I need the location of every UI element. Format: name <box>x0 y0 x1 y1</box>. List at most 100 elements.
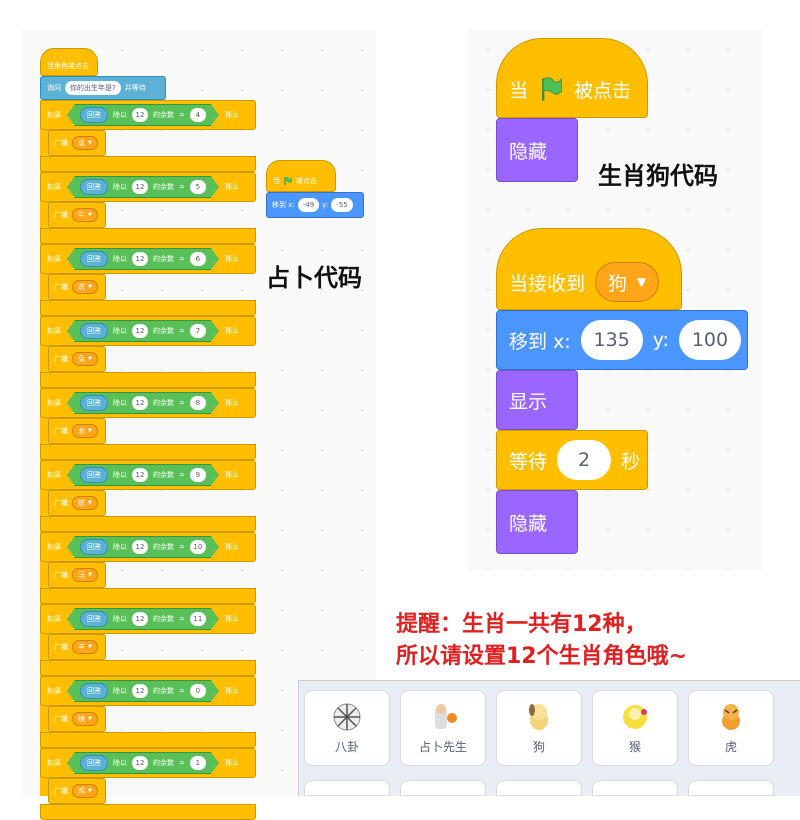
sprite-tile[interactable]: 八卦 <box>304 690 390 766</box>
when-sprite-clicked-hat[interactable]: 当角色被点击 <box>40 48 98 76</box>
broadcast-dropdown[interactable]: 猴▼ <box>72 712 98 726</box>
broadcast-dropdown[interactable]: 鼠▼ <box>72 136 98 150</box>
answer-reporter[interactable]: 回答 <box>80 323 108 339</box>
hide-block-1[interactable]: 隐藏 <box>496 118 578 182</box>
goto-xy-block-small[interactable]: 移到 x: -49 y: -55 <box>266 192 364 218</box>
when-receive-hat[interactable]: 当接收到 狗 ▼ <box>496 228 682 310</box>
message-dropdown[interactable]: 狗 ▼ <box>595 262 660 302</box>
answer-reporter[interactable]: 回答 <box>80 467 108 483</box>
remainder-value[interactable]: 6 <box>190 252 206 266</box>
broadcast-block[interactable]: 广播龙▼ <box>48 418 106 444</box>
answer-reporter[interactable]: 回答 <box>80 683 108 699</box>
broadcast-dropdown[interactable]: 马▼ <box>72 568 98 582</box>
mod-value[interactable]: 12 <box>132 180 148 194</box>
mod-value[interactable]: 12 <box>132 324 148 338</box>
mod-value[interactable]: 12 <box>132 612 148 626</box>
wait-seconds-input[interactable]: 2 <box>557 440 612 480</box>
broadcast-block[interactable]: 广播马▼ <box>48 562 106 588</box>
answer-reporter[interactable]: 回答 <box>80 179 108 195</box>
wait-block[interactable]: 等待 2 秒 <box>496 430 648 490</box>
broadcast-block[interactable]: 广播兔▼ <box>48 346 106 372</box>
goto-x-input[interactable]: -49 <box>297 198 320 212</box>
sprite-tile[interactable]: 狗 <box>496 690 582 766</box>
when-flag-clicked-hat-small[interactable]: 当 被点击 <box>266 160 336 192</box>
sprite-tile-partial[interactable] <box>688 780 774 796</box>
answer-reporter[interactable]: 回答 <box>80 755 108 771</box>
ask-question-input[interactable]: 你的出生年是? <box>65 81 121 95</box>
sprite-tile-partial[interactable] <box>592 780 678 796</box>
sprite-tile[interactable]: 占卜先生 <box>400 690 486 766</box>
remainder-value[interactable]: 8 <box>190 396 206 410</box>
remainder-value[interactable]: 1 <box>190 756 206 770</box>
broadcast-dropdown[interactable]: 兔▼ <box>72 352 98 366</box>
mod-value[interactable]: 12 <box>132 756 148 770</box>
remainder-value[interactable]: 0 <box>190 684 206 698</box>
sprite-tile-partial[interactable] <box>496 780 582 796</box>
mod-value[interactable]: 12 <box>132 684 148 698</box>
broadcast-block[interactable]: 广播鸡▼ <box>48 778 106 804</box>
remainder-value[interactable]: 9 <box>190 468 206 482</box>
broadcast-block[interactable]: 广播鼠▼ <box>48 130 106 156</box>
broadcast-block[interactable]: 广播虎▼ <box>48 274 106 300</box>
goto-y-input[interactable]: 100 <box>678 320 741 360</box>
mod-value[interactable]: 12 <box>132 108 148 122</box>
remainder-value[interactable]: 4 <box>190 108 206 122</box>
sprite-tile-partial[interactable] <box>304 780 390 796</box>
remainder-value[interactable]: 7 <box>190 324 206 338</box>
mod-value[interactable]: 12 <box>132 396 148 410</box>
broadcast-dropdown[interactable]: 虎▼ <box>72 280 98 294</box>
broadcast-block[interactable]: 广播牛▼ <box>48 202 106 228</box>
remainder-value[interactable]: 11 <box>190 612 206 626</box>
answer-reporter[interactable]: 回答 <box>80 107 108 123</box>
ask-and-wait-block[interactable]: 询问 你的出生年是? 并等待 <box>40 76 166 100</box>
broadcast-dropdown[interactable]: 蛇▼ <box>72 496 98 510</box>
answer-reporter[interactable]: 回答 <box>80 539 108 555</box>
mod-value[interactable]: 12 <box>132 468 148 482</box>
answer-reporter[interactable]: 回答 <box>80 395 108 411</box>
remainder-value[interactable]: 5 <box>190 180 206 194</box>
goto-xy-block[interactable]: 移到 x: 135 y: 100 <box>496 310 748 370</box>
sprite-tile[interactable]: 猴 <box>592 690 678 766</box>
dog-icon <box>529 704 548 730</box>
broadcast-dropdown[interactable]: 龙▼ <box>72 424 98 438</box>
hide-block-2[interactable]: 隐藏 <box>496 490 578 554</box>
show-block[interactable]: 显示 <box>496 370 578 430</box>
broadcast-dropdown[interactable]: 牛▼ <box>72 208 98 222</box>
bagua-icon <box>333 703 361 731</box>
broadcast-block[interactable]: 广播猴▼ <box>48 706 106 732</box>
answer-reporter[interactable]: 回答 <box>80 251 108 267</box>
sprite-tile[interactable]: 虎 <box>688 690 774 766</box>
goto-x-input[interactable]: 135 <box>580 320 643 360</box>
hat-label: 当角色被点击 <box>47 62 89 70</box>
mod-value[interactable]: 12 <box>132 252 148 266</box>
broadcast-block[interactable]: 广播蛇▼ <box>48 490 106 516</box>
mod-value[interactable]: 12 <box>132 540 148 554</box>
goto-y-input[interactable]: -55 <box>331 198 353 212</box>
broadcast-dropdown[interactable]: 羊▼ <box>72 640 98 654</box>
broadcast-block[interactable]: 广播羊▼ <box>48 634 106 660</box>
sprite-tile-partial[interactable] <box>400 780 486 796</box>
remainder-value[interactable]: 10 <box>190 540 206 554</box>
when-flag-clicked-hat[interactable]: 当 被点击 <box>496 38 648 118</box>
answer-reporter[interactable]: 回答 <box>80 611 108 627</box>
